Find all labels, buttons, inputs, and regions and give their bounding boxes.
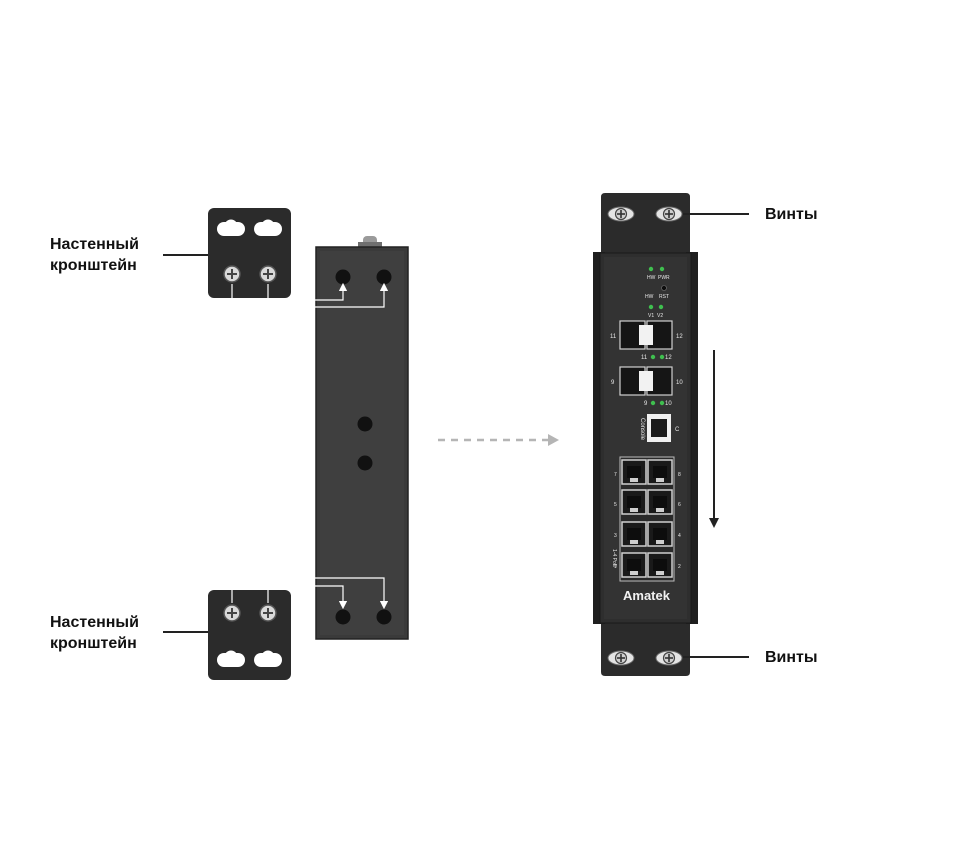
svg-text:12: 12	[676, 334, 683, 340]
svg-text:Console: Console	[639, 418, 645, 441]
wall-bracket-top-label: Настенный кронштейн	[50, 236, 143, 274]
down-arrow	[709, 350, 719, 528]
screw-icon	[223, 265, 241, 283]
svg-text:11: 11	[641, 355, 648, 361]
svg-text:RST: RST	[659, 294, 669, 300]
console-port: Console C	[639, 414, 680, 442]
svg-text:6: 6	[678, 502, 681, 508]
svg-text:9: 9	[644, 401, 648, 407]
screw-icon	[259, 604, 277, 622]
svg-text:8: 8	[678, 472, 681, 478]
screw-icon	[655, 206, 683, 222]
mounting-hole	[376, 269, 392, 285]
device-rear-panel	[315, 236, 409, 640]
svg-text:12: 12	[665, 355, 672, 361]
svg-text:V2: V2	[657, 313, 663, 319]
dashed-arrow	[438, 434, 559, 446]
svg-text:4: 4	[678, 533, 681, 539]
svg-text:10: 10	[665, 401, 672, 407]
screw-icon	[655, 650, 683, 666]
wall-bracket-bottom-label: Настенный кронштейн	[50, 614, 143, 652]
screw-icon	[607, 650, 635, 666]
sfp-ports-9-10: 9 10 9 10	[611, 366, 683, 407]
svg-text:3: 3	[614, 533, 617, 539]
mounting-hole	[376, 609, 392, 625]
svg-text:2: 2	[678, 564, 681, 570]
screws-top-label: Винты	[765, 206, 818, 223]
sfp-ports-11-12: 11 12 11 12	[610, 320, 683, 361]
screw-icon	[259, 265, 277, 283]
rj45-ports: 8 6 4 2 7 5 3 1 1-4 PoE	[611, 456, 681, 582]
svg-text:1: 1	[614, 564, 617, 570]
mounting-hole	[357, 455, 373, 471]
svg-text:5: 5	[614, 502, 617, 508]
mounting-hole	[335, 609, 351, 625]
svg-text:1-4 PoE: 1-4 PoE	[611, 549, 617, 568]
svg-text:9: 9	[611, 380, 615, 386]
svg-text:7: 7	[614, 472, 617, 478]
wall-bracket-top	[208, 208, 291, 298]
connector-lines-bottom	[231, 577, 389, 610]
connector-lines-top	[231, 282, 389, 308]
brand-logo: Amatek	[623, 588, 671, 603]
wall-bracket-bottom	[208, 590, 291, 680]
svg-text:C: C	[675, 427, 680, 433]
svg-text:V1: V1	[648, 313, 654, 319]
screw-icon	[223, 604, 241, 622]
mounted-device: HW PWR HW RST V1 V2 11 12 11 12 9 10 9	[593, 193, 698, 676]
mounting-hole	[357, 416, 373, 432]
mounting-hole	[335, 269, 351, 285]
svg-text:HW: HW	[645, 294, 654, 300]
screw-icon	[607, 206, 635, 222]
svg-text:PWR: PWR	[658, 275, 670, 281]
svg-text:10: 10	[676, 380, 683, 386]
svg-text:HW: HW	[647, 275, 656, 281]
screws-bottom-label: Винты	[765, 649, 818, 666]
svg-text:11: 11	[610, 334, 617, 340]
